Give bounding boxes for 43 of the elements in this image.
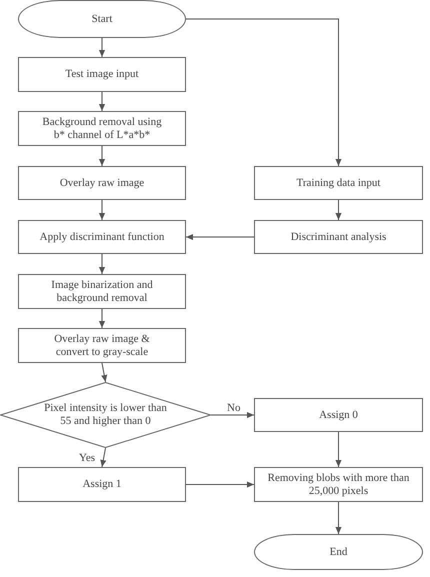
edge-label: Yes — [78, 452, 96, 464]
arrow — [210, 412, 254, 418]
arrow — [98, 254, 106, 274]
node-text: Overlay raw image — [58, 176, 146, 190]
arrow — [100, 448, 106, 468]
node-text: Discriminant analysis — [290, 230, 388, 244]
arrow — [335, 502, 342, 534]
node-text: Removing blobs with more than 25,000 pixels — [266, 472, 410, 498]
node-text: Image binarization and background removal — [50, 278, 154, 304]
process-box — [18, 57, 186, 92]
process-box — [18, 220, 186, 254]
process-box — [254, 398, 423, 432]
process-box — [18, 467, 186, 502]
arrow — [335, 200, 342, 220]
node-text: Start — [90, 12, 114, 26]
process-box — [18, 328, 186, 363]
node-text: End — [328, 546, 348, 558]
node-text: Test image input — [64, 68, 140, 81]
arrow — [98, 308, 106, 328]
arrow — [186, 18, 342, 166]
arrow — [186, 481, 254, 488]
process-box — [18, 166, 186, 200]
arrow — [186, 234, 254, 240]
node-text: Apply discriminant function — [38, 230, 166, 244]
arrow — [98, 200, 106, 220]
node-text: Pixel intensity is lower than 55 and higher than 0 — [43, 402, 168, 428]
arrow — [335, 432, 342, 468]
process-box — [254, 166, 423, 200]
decision-diamond — [0, 382, 211, 448]
node-text: Background removal using b* channel of L*a*b* — [41, 116, 163, 142]
process-box — [18, 111, 186, 146]
arrow — [98, 146, 106, 166]
process-box — [254, 220, 423, 254]
arrow — [101, 362, 108, 382]
arrow — [98, 92, 106, 112]
process-box — [254, 467, 423, 502]
node-text: Assign 0 — [318, 408, 359, 422]
edge-label: No — [226, 402, 242, 414]
process-box — [18, 274, 186, 309]
node-text: Overlay raw image & convert to gray-scale — [53, 332, 151, 358]
node-text: Training data input — [296, 176, 382, 190]
node-text: Assign 1 — [82, 478, 122, 491]
arrow — [98, 38, 106, 58]
